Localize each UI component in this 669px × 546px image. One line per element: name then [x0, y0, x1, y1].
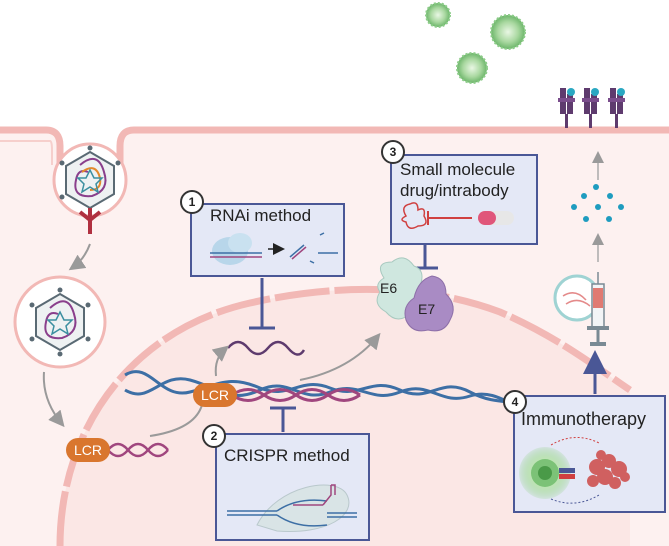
e7-label: E7	[418, 301, 436, 317]
small-molecule-label-line1: Small molecule	[400, 160, 516, 179]
viral-dna	[107, 442, 169, 458]
immunotherapy-illustration	[519, 437, 630, 504]
crispr-method-label: CRISPR method	[224, 446, 350, 465]
cytokine-dots	[571, 184, 624, 222]
immunotherapy-label: Immunotherapy	[521, 409, 647, 429]
inhibitor-rnai	[249, 278, 275, 330]
nucleus	[56, 285, 632, 546]
lcr-viral-badge: LCR	[66, 438, 110, 462]
small-molecule-label-line2: drug/intrabody	[400, 181, 509, 200]
oncoproteins	[376, 257, 454, 332]
small-molecule-illustration	[401, 202, 514, 229]
small-molecule-step-number: 3	[381, 140, 405, 164]
small-molecule-box	[390, 154, 538, 245]
inhibitor-crispr	[270, 406, 296, 432]
immunotherapy-box	[513, 395, 666, 513]
mrna-strand	[227, 340, 306, 356]
syringe	[553, 272, 609, 346]
rnai-illustration	[210, 232, 338, 265]
immunotherapy-step-number: 4	[503, 390, 527, 414]
crispr-illustration	[227, 484, 357, 533]
virion-particles	[425, 2, 526, 84]
e6-label: E6	[380, 280, 398, 296]
rnai-method-box	[190, 203, 345, 277]
endocytic-vesicle-virion	[52, 142, 128, 234]
rnai-method-label: RNAi method	[210, 206, 312, 225]
surface-receptors	[558, 88, 625, 128]
crispr-method-box	[215, 433, 370, 541]
lcr-nuclear-badge: LCR	[193, 383, 237, 407]
host-dna-helix	[124, 370, 551, 416]
rnai-step-number: 1	[180, 190, 204, 214]
cytoplasmic-virion	[13, 275, 107, 369]
crispr-step-number: 2	[202, 424, 226, 448]
